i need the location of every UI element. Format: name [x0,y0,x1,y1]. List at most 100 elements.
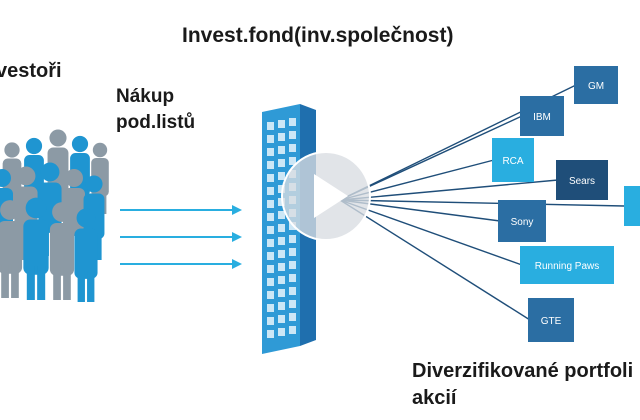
building-window [267,278,274,286]
building-window [289,326,296,334]
person-body [49,223,75,276]
building-window [278,237,285,245]
building-window [278,146,285,154]
building-window [267,226,274,234]
building-windows [267,118,296,338]
company-box-rect [528,298,574,342]
building-window [267,252,274,260]
person-head [52,202,72,222]
person-leg-right [94,231,102,260]
person-icon [49,202,75,300]
building-window [267,187,274,195]
building-window [289,235,296,243]
company-box-rect [492,138,534,182]
company-box-partial [624,186,640,226]
page-title: Invest.fond(inv.společnost) [182,24,454,47]
arrow-head-bottom [232,259,242,269]
building-window [278,263,285,271]
building-window [267,330,274,338]
building-window [289,287,296,295]
building-window [278,172,285,180]
company-box-rect [556,160,608,200]
person-head [0,200,20,220]
people-crowd-icon [0,129,109,302]
company-box-gte: GTE [528,298,574,342]
person-head [0,169,11,187]
building-window [289,144,296,152]
person-head [25,137,43,155]
person-leg-right [11,265,19,298]
person-head [65,169,83,187]
portfolio-label-line2: akcií [412,387,457,409]
building-window [289,300,296,308]
play-icon[interactable] [281,151,371,241]
company-box-rect [498,200,546,242]
purchase-label-line1: Nákup [116,86,175,107]
building-window [278,302,285,310]
building-window [289,274,296,282]
connector-line [339,199,531,321]
person-head [4,142,20,158]
building-window [278,289,285,297]
arrow-head-top [232,205,242,215]
building-window [278,276,285,284]
building-window [278,133,285,141]
person-icon [23,197,49,300]
company-box-rca: RCA [492,138,534,182]
person-head [92,142,108,158]
play-button-triangle[interactable] [314,174,348,218]
building-window [289,131,296,139]
building-window [267,200,274,208]
person-head [85,175,103,193]
building-window [289,248,296,256]
connector-line [339,179,559,201]
building-window [267,122,274,130]
building-window [278,250,285,258]
building-window [278,211,285,219]
person-head [40,162,60,182]
building-window [267,161,274,169]
company-box-gm: GM [574,66,618,104]
arrow-right-icon [120,205,242,269]
building-window [267,213,274,221]
person-leg-left [26,265,35,300]
company-box-running-paws: Running Paws [520,246,614,284]
building-window [278,159,285,167]
building-window [267,135,274,143]
company-label: Sears [569,176,595,187]
company-label: GM [588,81,604,92]
person-body [0,221,23,274]
building-window [278,328,285,336]
company-label: Running Paws [535,261,599,272]
person-leg-right [58,185,66,214]
company-box-sears: Sears [556,160,608,200]
person-leg-right [87,270,95,302]
connector-line [339,199,625,207]
building-window [289,313,296,321]
building-window [267,317,274,325]
person-head [71,135,89,153]
person-body [23,219,49,275]
person-icon [0,200,23,298]
portfolio-connectors [339,84,625,321]
building-window [267,148,274,156]
building-window [278,315,285,323]
building-window [267,291,274,299]
company-box-rect [520,96,564,136]
person-leg-left [1,265,9,298]
person-head [16,166,36,186]
company-label: IBM [533,112,551,123]
company-box-rect [574,66,618,104]
company-label: Sony [511,217,534,228]
purchase-label-line2: pod.listů [116,112,196,133]
investors-label: vestoři [0,60,62,82]
portfolio-label-line1: Diverzifikované portfoli [412,360,634,382]
building-window [278,120,285,128]
building-window [289,118,296,126]
building-window [278,185,285,193]
building-window [289,261,296,269]
person-head [25,197,47,219]
